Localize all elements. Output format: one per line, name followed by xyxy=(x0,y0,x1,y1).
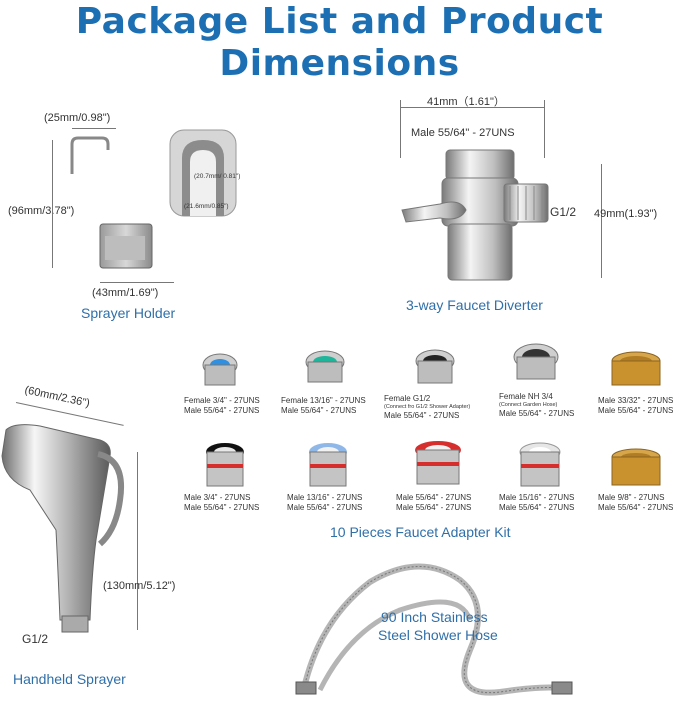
sprayer-height-dimension-line xyxy=(137,452,138,630)
diverter-right-guide xyxy=(544,100,545,158)
adapter-icon xyxy=(611,351,661,386)
diverter-height-dimension: 49mm(1.93") xyxy=(594,208,658,220)
adapter-icon xyxy=(611,448,661,486)
sprayer-height-dimension: (130mm/5.12") xyxy=(103,580,176,592)
holder-caption: Sprayer Holder xyxy=(81,305,176,321)
adapter-icon xyxy=(415,349,455,384)
holder-height-dimension-line xyxy=(52,140,53,268)
adapter-icon xyxy=(202,353,238,386)
adapter-icon xyxy=(309,443,347,487)
faucet-diverter-image xyxy=(401,149,549,281)
page-title: Package List and Product xyxy=(75,1,604,42)
diverter-caption: 3-way Faucet Diverter xyxy=(406,297,543,313)
diverter-width-dimension-line xyxy=(400,107,544,108)
holder-top-dimension: (25mm/0.98") xyxy=(44,112,111,124)
adapter-icon xyxy=(206,443,244,487)
sprayer-caption: Handheld Sprayer xyxy=(13,671,126,687)
diverter-height-dimension-line xyxy=(601,164,602,278)
holder-top-dimension-line xyxy=(72,128,116,129)
adapter-icon xyxy=(415,441,461,485)
hose-caption-line2: Steel Shower Hose xyxy=(378,627,498,643)
shower-hose-image xyxy=(295,563,573,696)
holder-width-dimension: (43mm/1.69") xyxy=(92,287,159,299)
page-title-line2: Dimensions xyxy=(219,43,460,84)
adapter-label: Female NH 3/4(Connect Garden Hose)Male 5… xyxy=(499,392,575,418)
sprayer-thread-label: G1/2 xyxy=(22,632,49,646)
hose-caption-line1: 90 Inch Stainless xyxy=(381,609,488,625)
holder-slot-outer-dimension: (21.6mm/0.85") xyxy=(184,203,229,210)
diverter-width-dimension: 41mm（1.61"） xyxy=(427,96,505,108)
adapter-kit-caption: 10 Pieces Faucet Adapter Kit xyxy=(330,524,511,540)
diverter-left-guide xyxy=(400,100,401,158)
handheld-sprayer-image xyxy=(1,424,124,633)
adapter-icon xyxy=(305,350,345,383)
holder-height-dimension: (96mm/3.78") xyxy=(8,205,75,217)
holder-slot-detail-image xyxy=(169,129,237,217)
adapter-icon xyxy=(513,343,559,380)
adapter-icon xyxy=(519,442,561,487)
sprayer-holder-image xyxy=(70,136,153,269)
diverter-side-thread: G1/2 xyxy=(550,205,577,219)
diverter-thread-label: Male 55/64" - 27UNS xyxy=(411,127,515,139)
holder-width-dimension-line xyxy=(100,282,174,283)
holder-slot-inner-dimension: (20.7mm/ 0.81") xyxy=(194,173,241,180)
adapter-label: Female G1/2(Connect fro G1/2 Shower Adap… xyxy=(384,394,471,420)
